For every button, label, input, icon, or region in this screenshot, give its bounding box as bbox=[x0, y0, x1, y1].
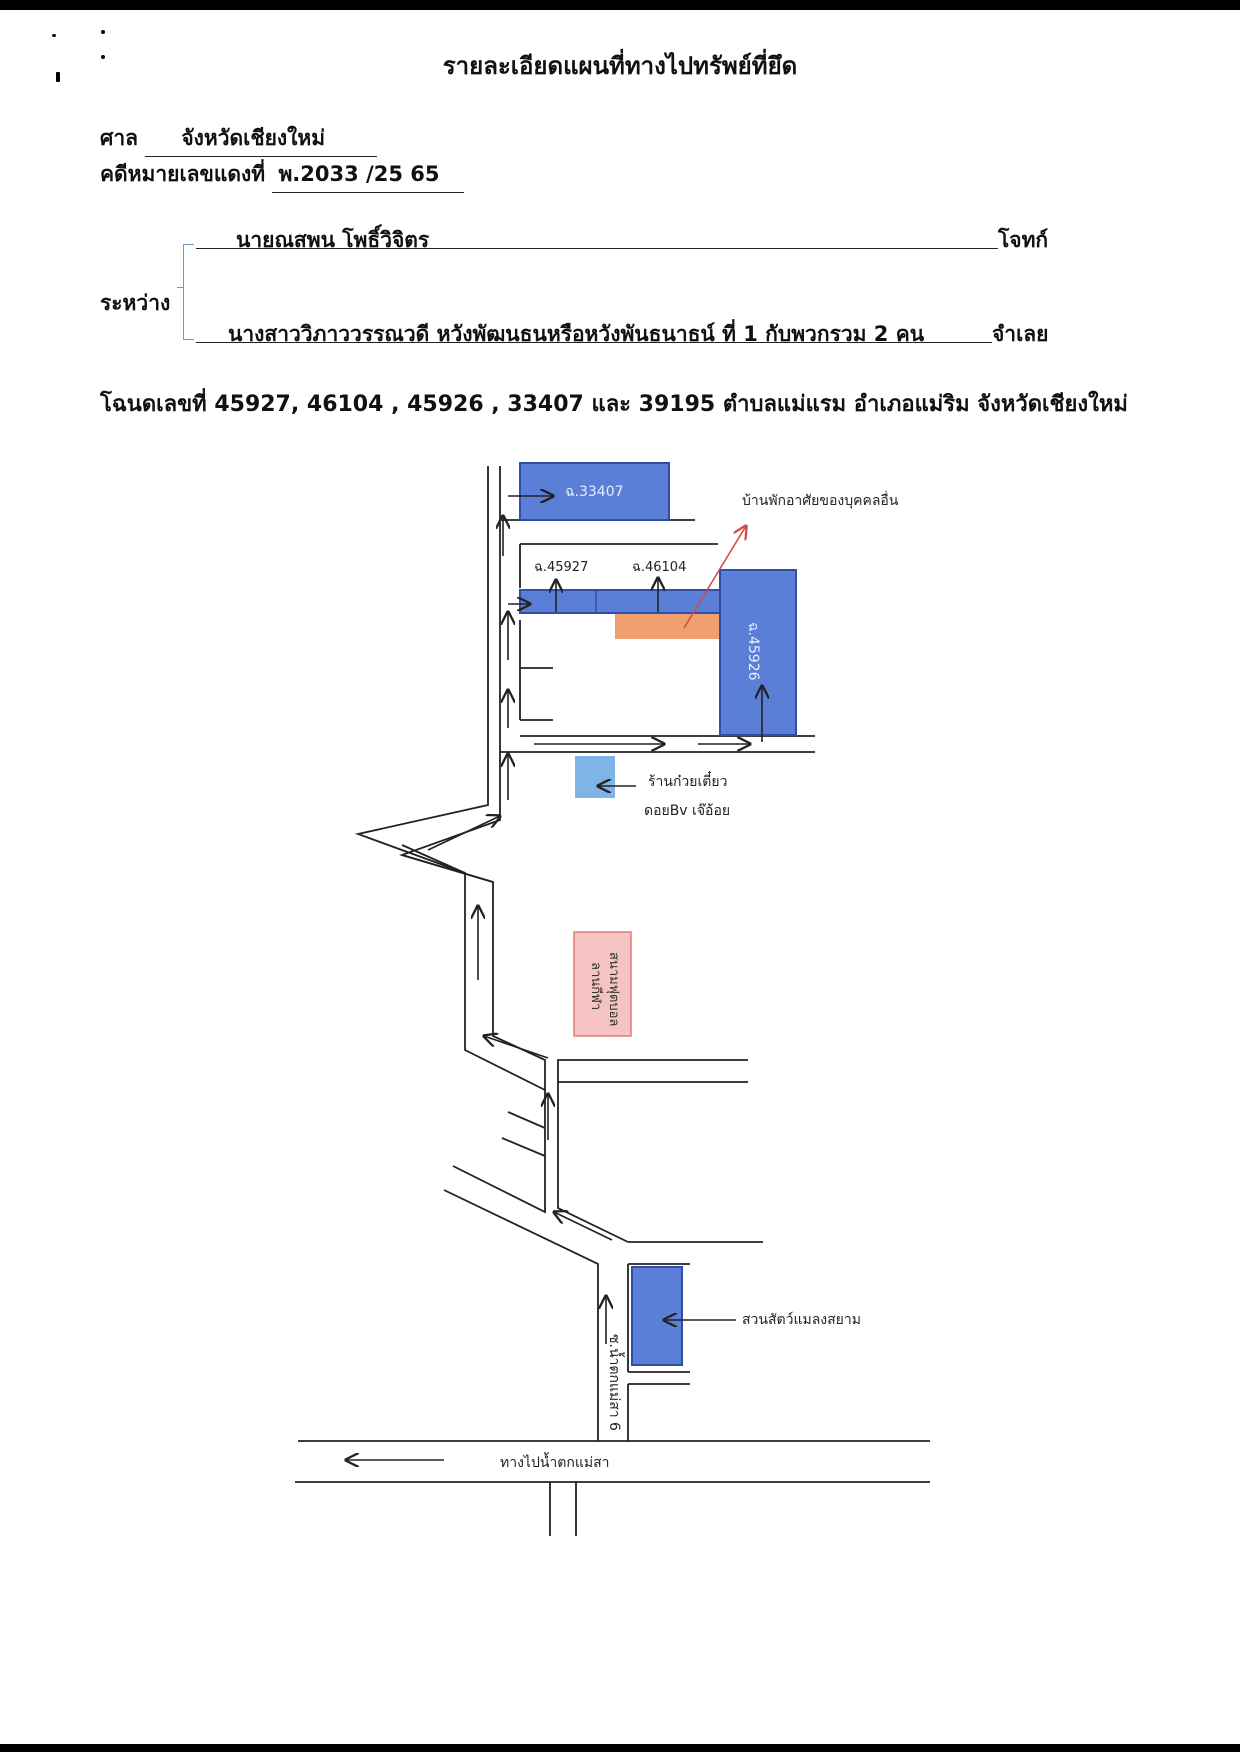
scan-top-border bbox=[0, 0, 1240, 10]
parcel-46104-label: ฉ.46104 bbox=[632, 560, 686, 575]
other-house-pointer bbox=[683, 526, 746, 629]
football-field-label: สนามฟุตบอล bbox=[606, 952, 621, 1026]
between-brace-tip bbox=[177, 287, 183, 288]
parcel-45926-label: ฉ.45926 bbox=[745, 622, 761, 681]
football-field-label-2: ลานกีฬา bbox=[588, 962, 604, 1010]
scan-speck bbox=[52, 34, 56, 37]
between-label: ระหว่าง bbox=[100, 291, 171, 315]
other-house bbox=[615, 614, 719, 639]
direction-arrows bbox=[346, 496, 762, 1460]
plaintiff-underline bbox=[196, 248, 998, 249]
case-label: คดีหมายเลขแดงที่ bbox=[100, 162, 266, 186]
football-field bbox=[573, 931, 632, 1037]
deed-numbers-line: โฉนดเลขที่ 45927, 46104 , 45926 , 33407 … bbox=[100, 392, 1128, 417]
case-line: คดีหมายเลขแดงที่ พ.2033 /25 65 bbox=[100, 158, 465, 193]
scan-bottom-border bbox=[0, 1744, 1240, 1752]
soi-label: ซ.น้ำตกแม่สา 6 bbox=[606, 1334, 625, 1431]
parcel-45926 bbox=[719, 569, 797, 736]
insect-zoo-label: สวนสัตว์แมลงสยาม bbox=[742, 1311, 861, 1328]
other-house-label: บ้านพักอาศัยของบุคคลอื่น bbox=[742, 491, 899, 509]
parcel-33407-label: ฉ.33407 bbox=[565, 484, 624, 500]
scan-speck bbox=[101, 30, 105, 34]
insect-zoo bbox=[631, 1266, 683, 1366]
scan-speck bbox=[101, 55, 105, 59]
court-label: ศาล bbox=[100, 126, 138, 150]
main-road-label: ทางไปน้ำตกแม่สา bbox=[500, 1452, 610, 1471]
noodle-shop bbox=[575, 756, 615, 798]
noodle-shop-label-2: ดอยBv เจ๊อ้อย bbox=[644, 803, 730, 819]
case-value: พ.2033 /25 65 bbox=[272, 158, 465, 193]
parcel-45927-46104 bbox=[519, 589, 721, 614]
road-lines bbox=[295, 466, 930, 1536]
between-brace bbox=[183, 244, 194, 340]
document-title: รายละเอียดแผนที่ทางไปทรัพย์ที่ยึด bbox=[442, 52, 798, 80]
scan-speck bbox=[56, 72, 60, 82]
defendant-underline bbox=[196, 342, 992, 343]
parcel-45927-label: ฉ.45927 bbox=[534, 560, 588, 575]
court-value: จังหวัดเชียงใหม่ bbox=[145, 122, 378, 157]
court-line: ศาล จังหวัดเชียงใหม่ bbox=[100, 122, 378, 157]
plaintiff-role: โจทก์ bbox=[998, 228, 1049, 252]
noodle-shop-label: ร้านก๋วยเตี๋ยว bbox=[648, 771, 727, 790]
defendant-role: จำเลย bbox=[992, 322, 1049, 346]
